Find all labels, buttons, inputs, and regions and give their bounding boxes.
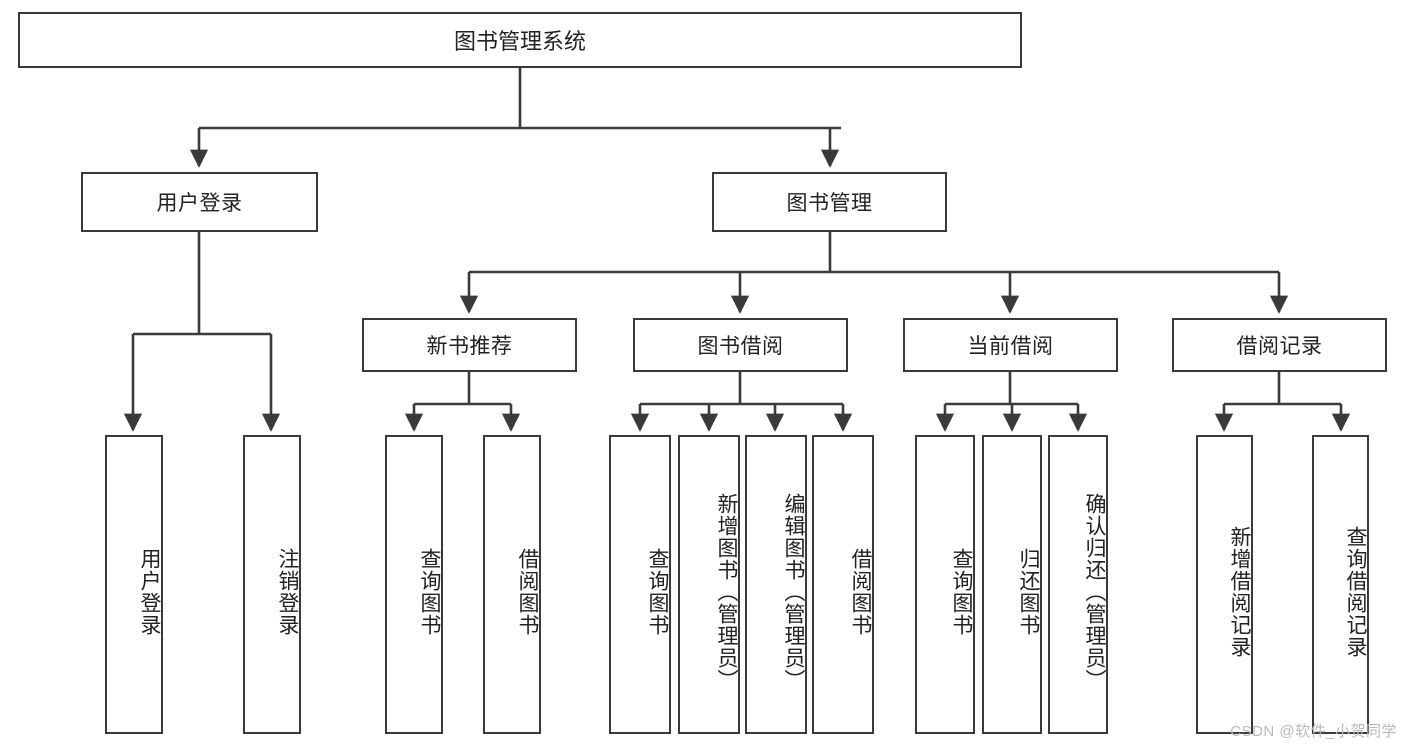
edges-borrow-record-to-leaves [1214,372,1351,432]
watermark-text: CSDN @软件_小贺同学 [1230,723,1397,740]
node-book-borrow[interactable]: 图书借阅 [633,318,848,372]
edges-current-borrow-to-leaves [935,372,1088,432]
leaf-borrow-edit-book[interactable]: 编辑图书（管理员） [745,435,807,734]
node-label: 注销登录 [276,547,299,636]
leaf-record-add[interactable]: 新增借阅记录 [1196,435,1253,734]
node-new-book-recommend[interactable]: 新书推荐 [362,318,577,372]
node-label: 图书管理 [786,192,873,215]
edges-user-login-to-leaves [123,232,281,432]
node-label: 查询图书 [950,547,973,636]
node-label: 借阅记录 [1236,335,1323,358]
node-label: 查询借阅记录 [1344,525,1367,658]
leaf-borrow-add-book[interactable]: 新增图书（管理员） [678,435,740,734]
node-label: 借阅图书 [849,547,872,636]
node-root-system[interactable]: 图书管理系统 [18,12,1022,68]
node-book-management[interactable]: 图书管理 [712,172,947,232]
leaf-record-query[interactable]: 查询借阅记录 [1312,435,1369,734]
leaf-borrow-query-book[interactable]: 查询图书 [609,435,671,734]
node-label: 编辑图书（管理员） [782,492,805,691]
leaf-current-return-book[interactable]: 归还图书 [982,435,1042,734]
node-borrow-record[interactable]: 借阅记录 [1172,318,1387,372]
leaf-new-book-query[interactable]: 查询图书 [385,435,443,734]
node-label: 新增借阅记录 [1228,525,1251,658]
leaf-user-login[interactable]: 用户登录 [105,435,163,734]
node-label: 用户登录 [138,547,161,636]
edges-new-book-to-leaves [404,372,521,432]
node-user-login[interactable]: 用户登录 [81,172,318,232]
node-label: 归还图书 [1017,547,1040,636]
edges-book-manage-to-level3 [459,232,1289,314]
node-label: 新增图书（管理员） [715,492,738,691]
node-label: 新书推荐 [426,335,513,358]
node-label: 借阅图书 [516,547,539,636]
leaf-borrow-borrow-book[interactable]: 借阅图书 [812,435,874,734]
node-label: 图书管理系统 [453,29,586,54]
node-label: 图书借阅 [697,335,784,358]
node-label: 查询图书 [418,547,441,636]
node-label: 查询图书 [646,547,669,636]
leaf-current-confirm-return[interactable]: 确认归还（管理员） [1048,435,1108,734]
edges-book-borrow-to-leaves [630,372,853,432]
leaf-new-book-borrow[interactable]: 借阅图书 [483,435,541,734]
node-label: 确认归还（管理员） [1083,492,1106,691]
node-label: 当前借阅 [967,335,1054,358]
node-current-borrow[interactable]: 当前借阅 [903,318,1118,372]
edges-root-to-level2 [189,68,841,168]
leaf-current-query-book[interactable]: 查询图书 [915,435,975,734]
node-label: 用户登录 [156,192,243,215]
leaf-logout[interactable]: 注销登录 [243,435,301,734]
